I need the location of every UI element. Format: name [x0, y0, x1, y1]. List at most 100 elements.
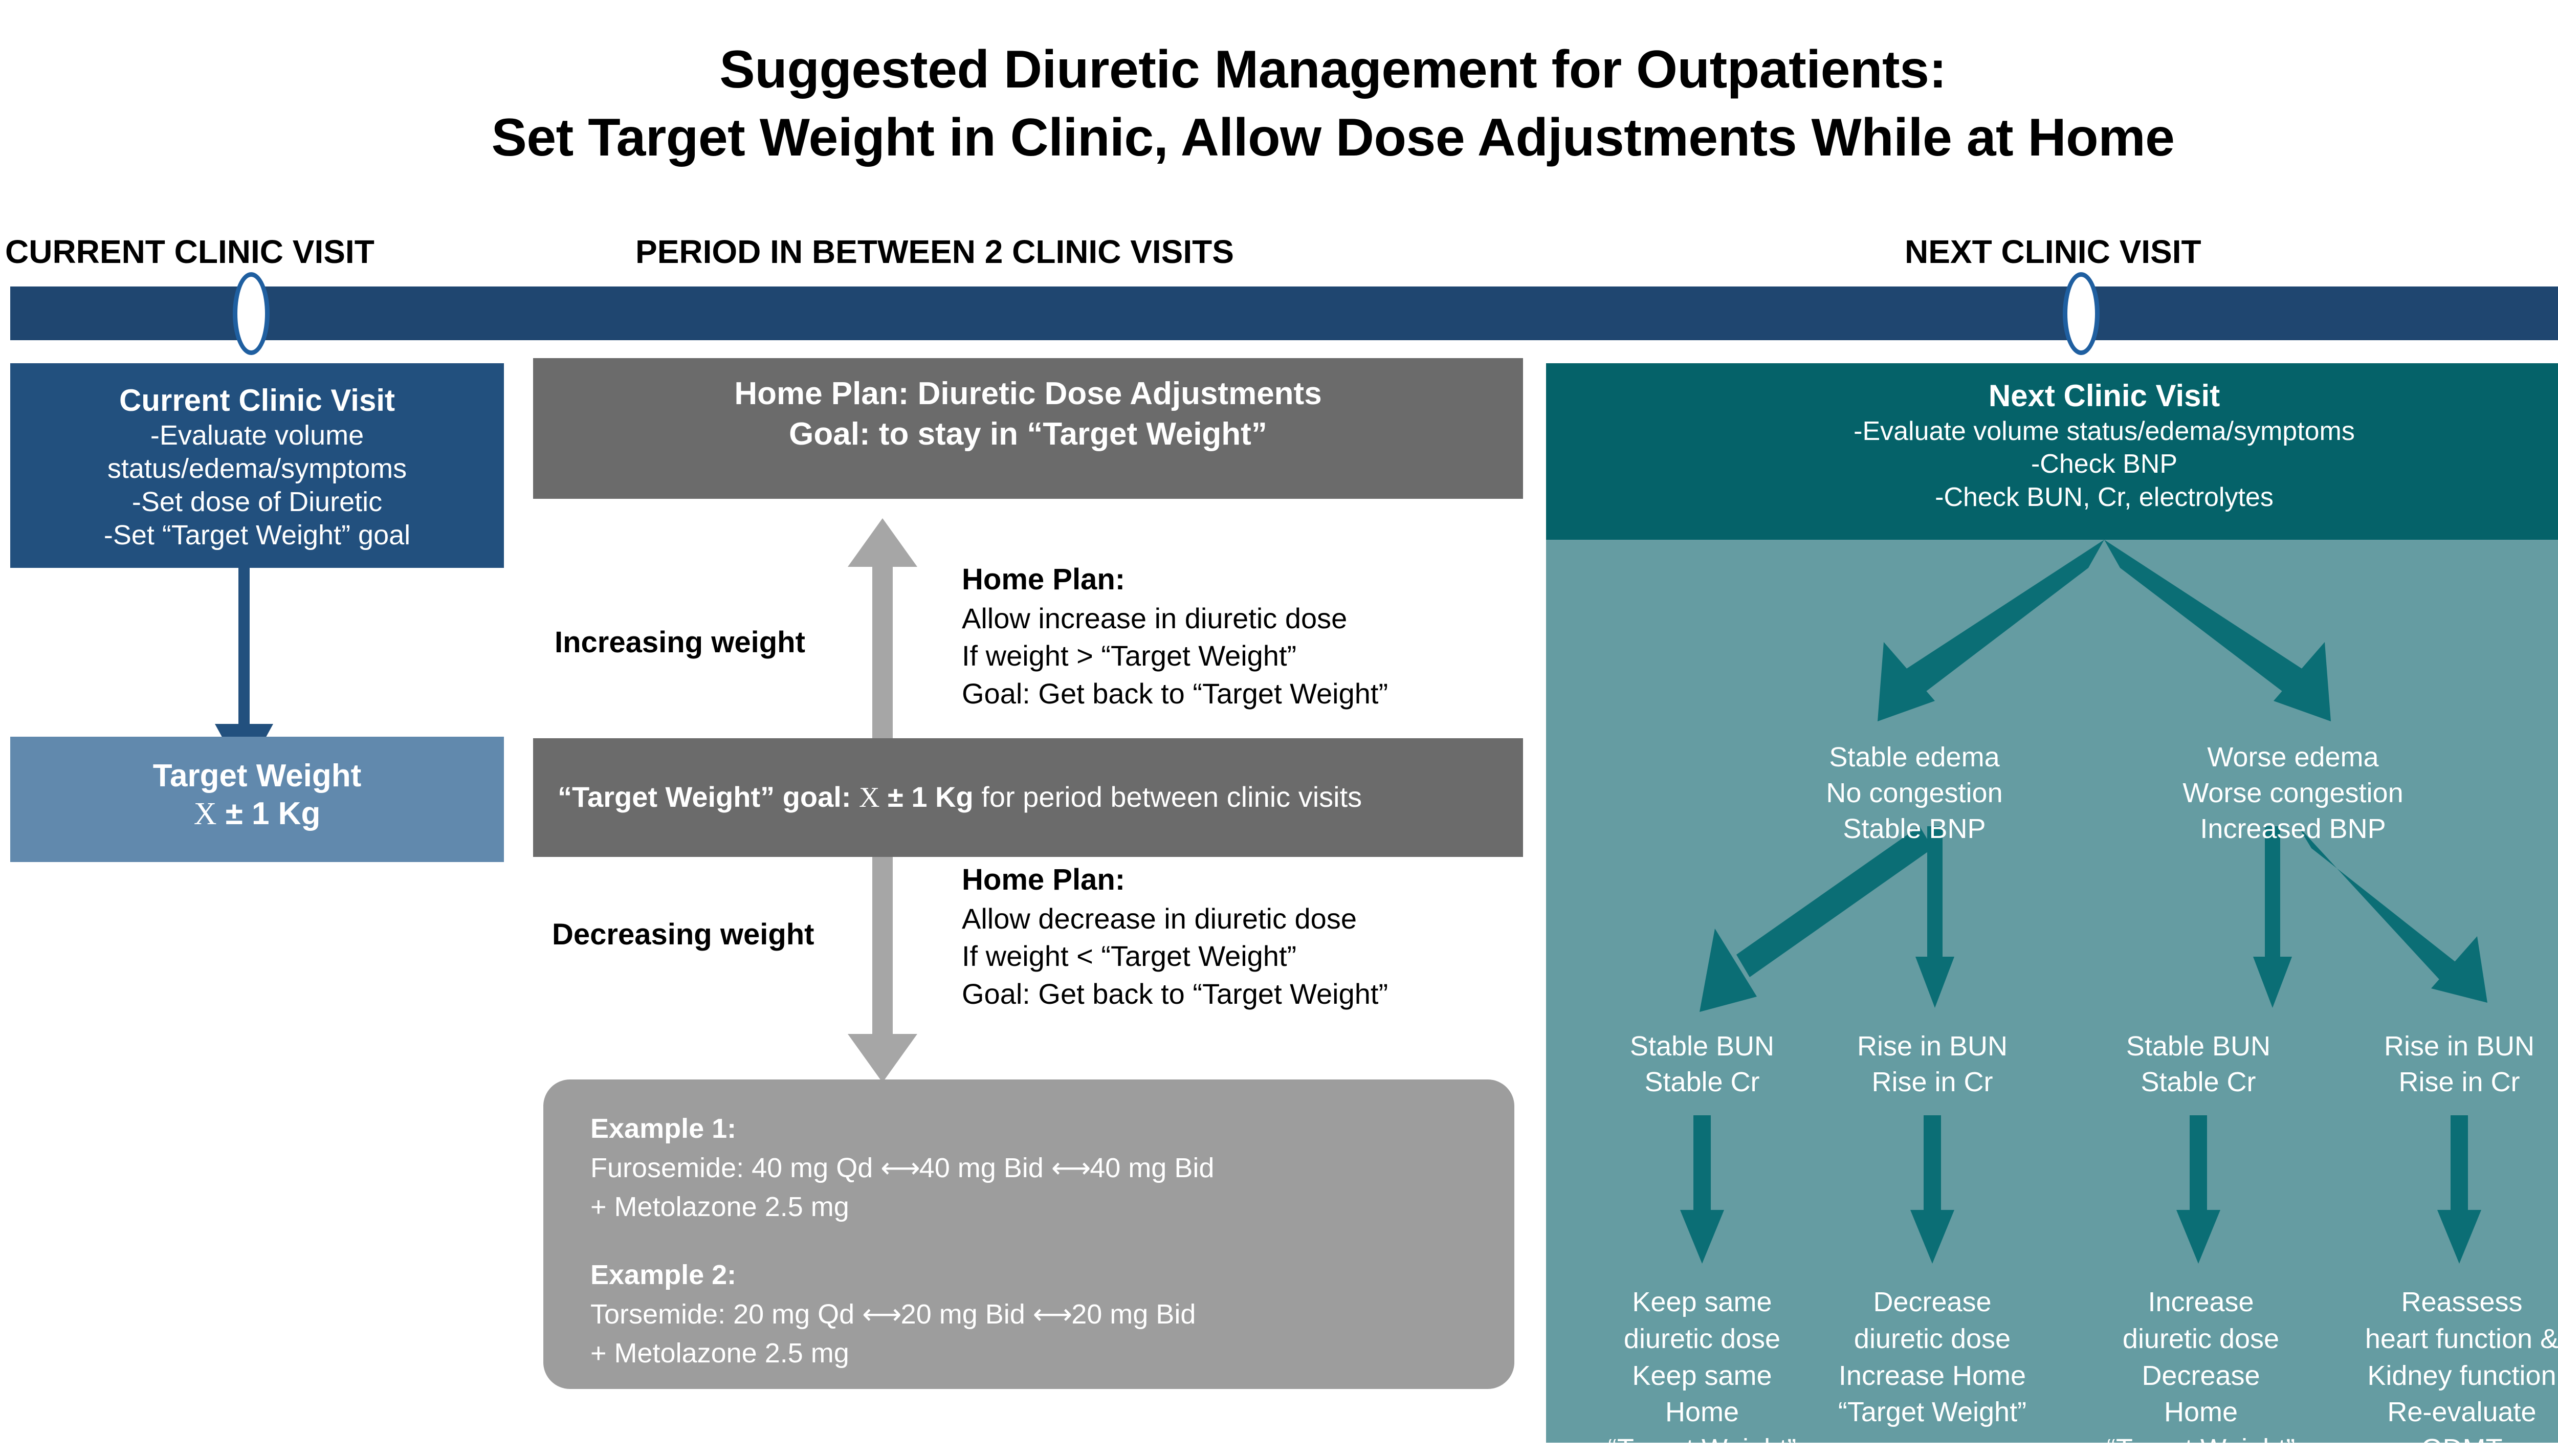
target-weight-value: X ± 1 Kg — [10, 795, 504, 833]
node-stable-bun-1-line-2: Stable Cr — [1644, 1067, 1760, 1098]
current-visit-line-1: -Evaluate volume — [150, 420, 364, 451]
double-arrow-icon: ⟷ — [1051, 1152, 1091, 1183]
arrow-branch-right-2b — [2298, 826, 2487, 1003]
example-1-prefix: Furosemide: 40 mg Qd — [590, 1152, 881, 1183]
home-plan-header-line-2: Goal: to stay in “Target Weight” — [789, 416, 1267, 452]
example-2-prefix: Torsemide: 20 mg Qd — [590, 1298, 863, 1330]
current-visit-heading: Current Clinic Visit — [119, 383, 395, 417]
double-arrow-icon: ⟷ — [862, 1298, 901, 1330]
increasing-weight-label: Increasing weight — [555, 626, 805, 659]
outcome-2-line-3: Increase Home — [1838, 1360, 2026, 1391]
example-2-step-2: 20 mg Bid — [1071, 1298, 1196, 1330]
example-2-heading: Example 2: — [590, 1260, 737, 1291]
example-2-regimen: Torsemide: 20 mg Qd ⟷20 mg Bid ⟷20 mg Bi… — [590, 1295, 1514, 1334]
node-rise-bun-2: Rise in BUN Rise in Cr — [2336, 1028, 2558, 1100]
next-visit-line-1: -Evaluate volume status/edema/symptoms — [1854, 416, 2355, 446]
arrow-down-head-icon — [848, 1034, 917, 1083]
node-stable-bun-2: Stable BUN Stable Cr — [2076, 1028, 2321, 1100]
arrow-up-shaft-icon — [872, 550, 893, 738]
target-weight-range: ± 1 Kg — [225, 796, 321, 832]
next-visit-line-2: -Check BNP — [2031, 449, 2178, 479]
node-worse-edema-line-2: Worse congestion — [2182, 778, 2403, 809]
node-stable-edema-line-2: No congestion — [1826, 778, 2003, 809]
example-1-heading: Example 1: — [590, 1113, 737, 1144]
home-plan-header-box: Home Plan: Diuretic Dose Adjustments Goa… — [533, 358, 1523, 499]
goal-bar-suffix: for period between clinic visits — [973, 781, 1362, 813]
node-stable-edema-line-3: Stable BNP — [1843, 813, 1986, 845]
node-worse-edema-line-3: Increased BNP — [2200, 813, 2386, 845]
home-plan-inc-line-3: Goal: Get back to “Target Weight” — [962, 677, 1388, 710]
double-arrow-icon: ⟷ — [880, 1152, 920, 1183]
home-plan-decreasing-block: Home Plan: Allow decrease in diuretic do… — [962, 861, 1388, 1013]
outcome-4-line-3: Kidney function — [2367, 1360, 2556, 1391]
goal-bar-range: ± 1 Kg — [879, 781, 974, 813]
home-plan-dec-line-3: Goal: Get back to “Target Weight” — [962, 978, 1388, 1010]
node-rise-bun-1-line-1: Rise in BUN — [1857, 1031, 2008, 1062]
current-visit-line-2: status/edema/symptoms — [107, 453, 407, 484]
node-rise-bun-2-line-2: Rise in Cr — [2398, 1067, 2520, 1098]
arrow-branch-right-2a — [2253, 826, 2292, 1008]
outcome-2-line-2: diuretic dose — [1854, 1323, 2011, 1354]
home-plan-header-line-1: Home Plan: Diuretic Dose Adjustments — [734, 376, 1322, 411]
next-visit-line-3: -Check BUN, Cr, electrolytes — [1935, 482, 2274, 512]
node-stable-bun-2-line-1: Stable BUN — [2126, 1031, 2271, 1062]
home-plan-increasing-block: Home Plan: Allow increase in diuretic do… — [962, 560, 1388, 713]
arrow-down-outcome-3 — [2176, 1115, 2220, 1264]
arrow-branch-left-2a — [1700, 826, 1933, 1012]
example-2-step-1: 20 mg Bid — [900, 1298, 1033, 1330]
current-clinic-visit-box: Current Clinic Visit -Evaluate volume st… — [10, 363, 504, 568]
home-plan-inc-heading: Home Plan: — [962, 563, 1126, 596]
next-clinic-visit-panel: Next Clinic Visit -Evaluate volume statu… — [1546, 363, 2558, 1456]
next-visit-heading: Next Clinic Visit — [1988, 379, 2220, 413]
arrow-down-icon — [215, 568, 273, 777]
example-1-adjunct: + Metolazone 2.5 mg — [590, 1192, 849, 1223]
target-weight-goal-bar: “Target Weight” goal: X ± 1 Kg for perio… — [533, 738, 1523, 857]
timeline-label-current: CURRENT CLINIC VISIT — [5, 233, 374, 270]
goal-bar-x: X — [859, 782, 880, 814]
examples-spacer — [590, 1227, 1514, 1255]
title-line-2: Set Target Weight in Clinic, Allow Dose … — [491, 108, 2175, 168]
outcome-1-line-4: Home — [1665, 1397, 1739, 1428]
home-plan-inc-line-1: Allow increase in diuretic dose — [962, 602, 1348, 634]
home-plan-inc-line-2: If weight > “Target Weight” — [962, 639, 1297, 672]
timeline-bar — [10, 286, 2558, 340]
outcome-4-line-5: GDMT — [2421, 1433, 2503, 1456]
timeline-marker-next — [2063, 272, 2100, 355]
outcome-keep-same: Keep same diuretic dose Keep same Home “… — [1574, 1284, 1830, 1456]
arrow-down-outcome-2 — [1910, 1115, 1954, 1264]
current-visit-line-4: -Set “Target Weight” goal — [103, 519, 411, 550]
example-2-adjunct: + Metolazone 2.5 mg — [590, 1338, 849, 1369]
outcome-increase-dose: Increase diuretic dose Decrease Home “Ta… — [2073, 1284, 2329, 1456]
outcome-3-line-2: diuretic dose — [2122, 1323, 2280, 1354]
outcome-reassess: Reassess heart function & Kidney functio… — [2329, 1284, 2558, 1456]
target-weight-box: Target Weight X ± 1 Kg — [10, 737, 504, 862]
outcome-4-line-1: Reassess — [2401, 1287, 2523, 1317]
node-stable-edema: Stable edema No congestion Stable BNP — [1781, 739, 2047, 847]
outcome-2-line-1: Decrease — [1873, 1287, 1992, 1317]
timeline-marker-current — [233, 272, 270, 355]
next-visit-header: Next Clinic Visit -Evaluate volume statu… — [1546, 363, 2558, 540]
node-stable-bun-2-line-2: Stable Cr — [2141, 1067, 2256, 1098]
timeline-label-period: PERIOD IN BETWEEN 2 CLINIC VISITS — [635, 233, 1234, 270]
arrow-branch-left-2b — [1915, 826, 1954, 1008]
node-rise-bun-1-line-2: Rise in Cr — [1871, 1067, 1993, 1098]
goal-bar-text: “Target Weight” goal: X ± 1 Kg for perio… — [558, 780, 1362, 815]
outcome-2-line-4: “Target Weight” — [1838, 1397, 2027, 1428]
outcome-3-line-1: Increase — [2148, 1287, 2254, 1317]
example-1-regimen: Furosemide: 40 mg Qd ⟷40 mg Bid ⟷40 mg B… — [590, 1149, 1514, 1188]
node-stable-edema-line-1: Stable edema — [1829, 742, 2000, 773]
outcome-1-line-1: Keep same — [1632, 1287, 1772, 1317]
outcome-3-line-5: “Target Weight” — [2106, 1433, 2296, 1456]
decreasing-weight-label: Decreasing weight — [552, 918, 814, 951]
node-worse-edema: Worse edema Worse congestion Increased B… — [2160, 739, 2426, 847]
node-stable-bun-1: Stable BUN Stable Cr — [1579, 1028, 1825, 1100]
example-1-step-2: 40 mg Bid — [1090, 1152, 1215, 1183]
home-plan-dec-line-1: Allow decrease in diuretic dose — [962, 902, 1357, 935]
arrow-branch-left-1 — [1878, 540, 2104, 721]
timeline-label-next: NEXT CLINIC VISIT — [1905, 233, 2201, 270]
target-weight-x: X — [193, 797, 217, 832]
page-title: Suggested Diuretic Management for Outpat… — [0, 36, 2558, 172]
current-visit-line-3: -Set dose of Diuretic — [131, 486, 383, 517]
outcome-1-line-3: Keep same — [1632, 1360, 1772, 1391]
double-arrow-icon: ⟷ — [1032, 1298, 1072, 1330]
